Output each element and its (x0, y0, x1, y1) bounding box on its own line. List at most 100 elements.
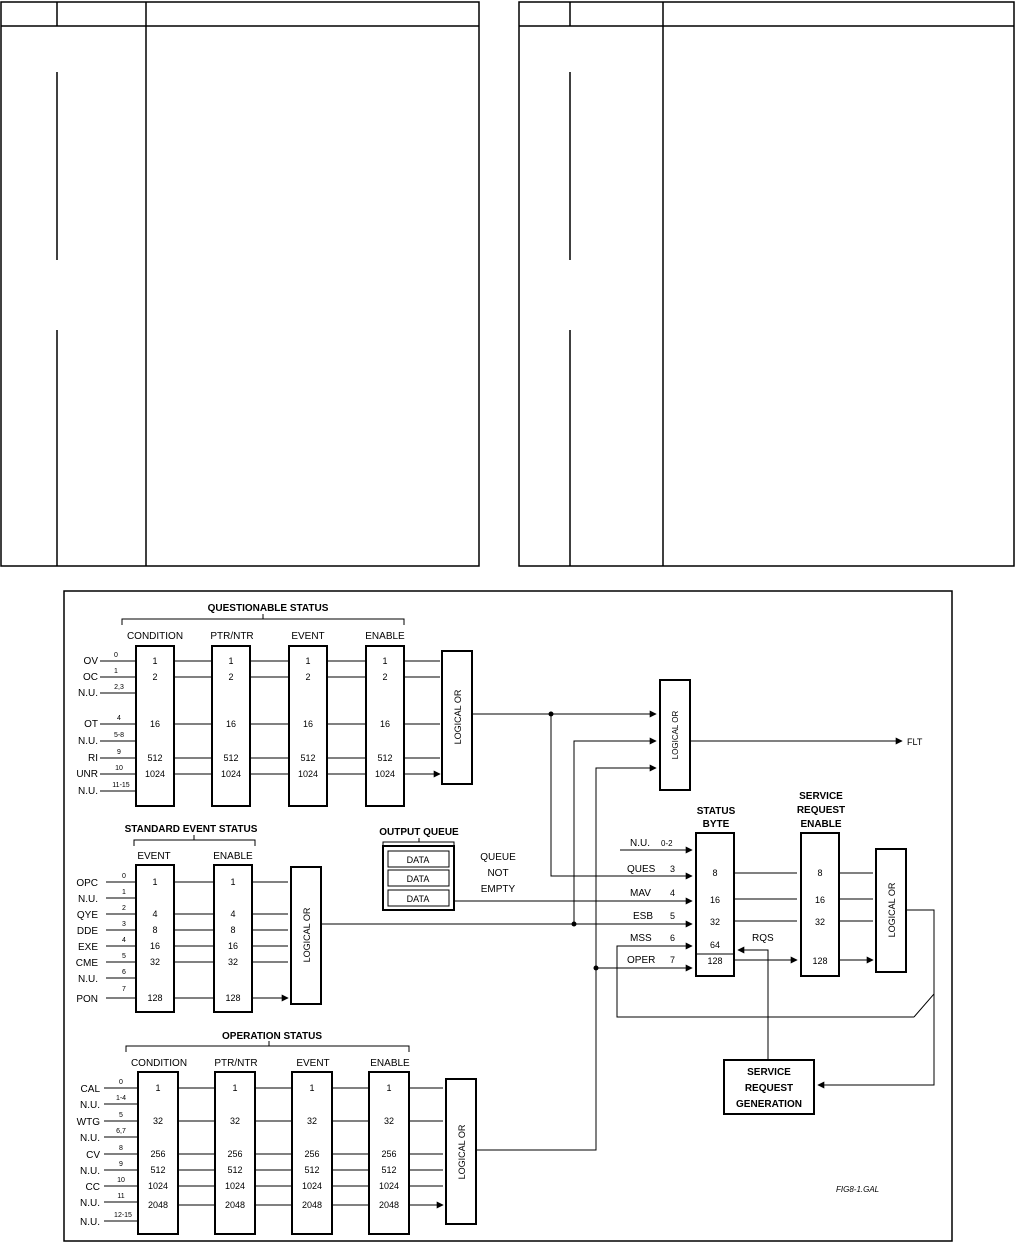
op-input-bit: 12-15 (114, 1212, 132, 1219)
sre-title: REQUEST (797, 805, 845, 816)
se-enable-value: 1 (230, 877, 235, 887)
q-input-name: RI (88, 753, 98, 764)
questionable-connectors (174, 660, 440, 774)
op-ptr-value: 2048 (225, 1200, 245, 1210)
se-event-value: 1 (152, 877, 157, 887)
sb-input-name: MAV (630, 888, 651, 899)
op-ptr-value: 512 (227, 1165, 242, 1175)
q-input-name: UNR (76, 769, 98, 780)
sb-input-name: MSS (630, 933, 652, 944)
op-cond-value: 1024 (148, 1181, 168, 1191)
diagram-frame (63, 590, 953, 1242)
q-enable-value: 1024 (375, 769, 395, 779)
questionable-status-group: QUESTIONABLE STATUS CONDITION PTR/NTR EV… (76, 603, 473, 807)
se-enable-value: 32 (228, 957, 238, 967)
operation-event-register (291, 1071, 333, 1235)
questionable-or-label: LOGICAL OR (453, 689, 463, 744)
operation-header-enable: ENABLE (370, 1058, 410, 1069)
q-input-name: N.U. (78, 736, 98, 747)
se-input-name: OPC (76, 878, 98, 889)
se-event-value: 8 (152, 925, 157, 935)
q-ptr-value: 1024 (221, 769, 241, 779)
operation-connectors (178, 1087, 443, 1205)
se-input-bit: 0 (122, 873, 126, 880)
service-request-enable-group: SERVICE REQUEST ENABLE 8 16 32 128 LOGIC… (734, 791, 935, 1089)
esb-to-fault-line (573, 737, 657, 924)
sb-value: 64 (710, 940, 720, 950)
q-enable-value: 2 (382, 672, 387, 682)
se-event-value: 128 (147, 993, 162, 1003)
sre-to-generation-line (817, 994, 935, 1089)
op-enable-value: 1024 (379, 1181, 399, 1191)
op-enable-value: 32 (384, 1116, 394, 1126)
q-input-name: N.U. (78, 688, 98, 699)
questionable-header-condition: CONDITION (127, 631, 183, 642)
q-input-bit: 2,3 (114, 684, 124, 691)
status-byte-inputs: N.U. 0-2 QUES 3 MAV 4 ESB 5 MSS 6 OPER 7 (620, 838, 693, 966)
q-input-bit: 1 (114, 668, 118, 675)
q-cond-value: 2 (152, 672, 157, 682)
questionable-ptrntr-register (211, 645, 251, 807)
op-cond-value: 32 (153, 1116, 163, 1126)
sb-input-name: OPER (627, 955, 655, 966)
sb-to-sre-connectors (734, 872, 873, 960)
se-event-value: 4 (152, 909, 157, 919)
op-input-bit: 6,7 (116, 1128, 126, 1135)
junction-dot (548, 711, 554, 717)
sre-value: 128 (812, 956, 827, 966)
q-input-bit: 11-15 (112, 782, 129, 789)
srq-generation-label: REQUEST (745, 1083, 793, 1094)
se-input-bit: 5 (122, 953, 126, 960)
q-event-value: 2 (305, 672, 310, 682)
sre-value: 32 (815, 917, 825, 927)
se-input-bit: 7 (122, 986, 126, 993)
op-input-bit: 5 (119, 1112, 123, 1119)
questionable-brace (121, 614, 405, 625)
standard-event-register (135, 864, 175, 1013)
se-input-name: N.U. (78, 894, 98, 905)
left-table (0, 1, 480, 567)
operation-condition-register (137, 1071, 179, 1235)
op-event-value: 256 (304, 1149, 319, 1159)
op-enable-value: 2048 (379, 1200, 399, 1210)
standard-event-status-group: STANDARD EVENT STATUS EVENT ENABLE OPC 0… (76, 824, 693, 1013)
questionable-enable-register (365, 645, 405, 807)
queue-slot (387, 889, 450, 907)
junction-dot (571, 921, 577, 927)
se-input-bit: 6 (122, 969, 126, 976)
service-request-generation-group: SERVICE REQUEST GENERATION (723, 1059, 815, 1115)
standard-event-logical-or (290, 866, 322, 1005)
se-input-bit: 1 (122, 889, 126, 896)
status-byte-group: STATUS BYTE N.U. 0-2 QUES 3 MAV 4 ESB 5 … (550, 714, 914, 1060)
operation-ptrntr-register (214, 1071, 256, 1235)
q-input-name: OC (83, 672, 98, 683)
op-ptr-value: 1024 (225, 1181, 245, 1191)
q-ptr-value: 1 (228, 656, 233, 666)
q-input-bit: 4 (117, 715, 121, 722)
se-input-name: N.U. (78, 974, 98, 985)
q-enable-value: 512 (377, 753, 392, 763)
output-queue-group: OUTPUT QUEUE DATA DATA DATA QUEUE NOT EM… (379, 827, 693, 911)
questionable-header-enable: ENABLE (365, 631, 405, 642)
operation-header-ptrntr: PTR/NTR (214, 1058, 257, 1069)
status-byte-values: 8 16 32 64 128 (707, 868, 722, 966)
output-queue-title: OUTPUT QUEUE (379, 827, 459, 838)
q-cond-value: 16 (150, 719, 160, 729)
op-input-name: CV (86, 1150, 100, 1161)
op-input-bit: 0 (119, 1079, 123, 1086)
op-input-bit: 10 (117, 1177, 125, 1184)
questionable-condition-register (135, 645, 175, 807)
sre-or-output-line (906, 909, 935, 1018)
op-input-bit: 11 (117, 1193, 124, 1200)
sb-input-bit: 6 (670, 933, 675, 943)
operation-brace (125, 1041, 410, 1052)
sre-or-label: LOGICAL OR (887, 882, 897, 937)
sre-value: 8 (817, 868, 822, 878)
questionable-inputs: OV 0 OC 1 N.U. 2,3 OT 4 N.U. 5-8 RI 9 UN… (76, 652, 136, 797)
operation-register-values: 1 32 256 512 1024 2048 1 32 256 512 1024… (148, 1083, 399, 1210)
op-input-name: WTG (77, 1117, 101, 1128)
srq-generation-label: GENERATION (736, 1099, 802, 1110)
op-input-bit: 1-4 (116, 1095, 126, 1102)
op-input-name: N.U. (80, 1198, 100, 1209)
op-ptr-value: 1 (232, 1083, 237, 1093)
